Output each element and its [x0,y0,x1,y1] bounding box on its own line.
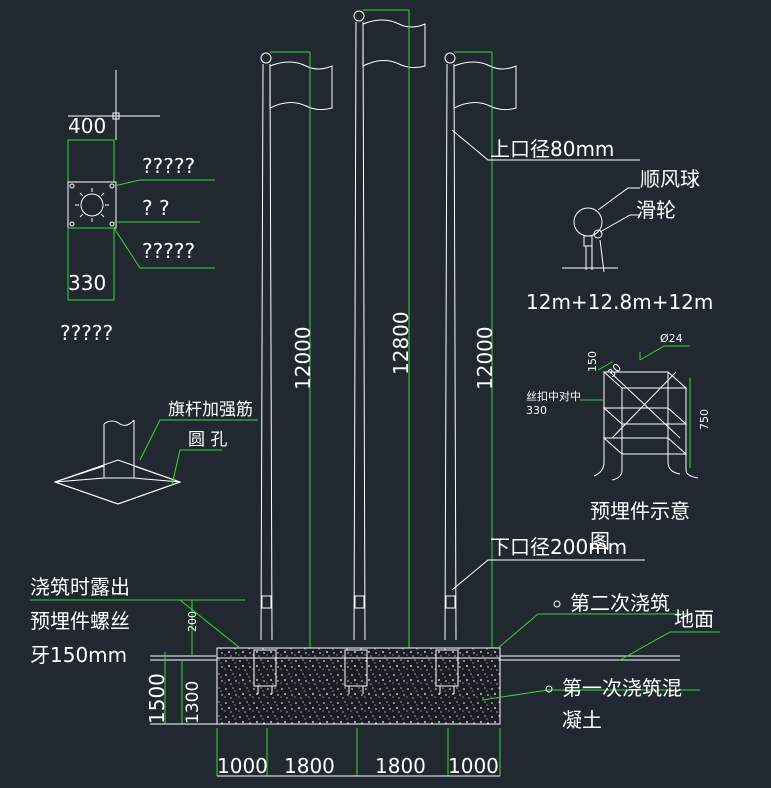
embed-caption-2: 图 [590,529,610,553]
plate-label-3: ????? [142,239,195,263]
second-pour-label: 第二次浇筑 [570,591,670,615]
hole-label: 圆 孔 [188,430,227,450]
pole-height-right: 12000 [473,326,497,390]
dim-200: 200 [186,611,199,632]
ground-label: 地面 [674,607,714,631]
plate-label-1: ????? [142,154,195,178]
embed-wire-label: 丝扣中对中 [526,389,581,403]
plate-detail: 400 330 ????? ? ? ????? ????? [60,70,215,345]
flagpoles: 12000 12800 12000 上口径80mm 下口径200mm [260,9,645,650]
plate-label-2: ? ? [142,196,170,220]
plate-caption: ????? [60,321,113,345]
exposed-note-2: 预埋件螺丝 [30,609,130,633]
pole-height-center: 12800 [389,311,413,375]
embed-dim-330: 330 [526,404,547,417]
base-rib-detail: 旗杆加强筋 圆 孔 [53,400,258,505]
rib-label: 旗杆加强筋 [168,400,253,420]
concrete-block [216,649,501,725]
bottom-dim-3: 1800 [375,754,426,778]
embed-dim-150: 150 [586,351,599,372]
anchor-bolts [253,649,459,694]
top-diameter-label: 上口径80mm [490,137,614,161]
bottom-dim-1: 1000 [217,754,268,778]
plate-dim-bottom: 330 [68,271,106,295]
ball-label: 顺风球 [640,167,700,191]
heights-summary: 12m+12.8m+12m [526,290,713,314]
exposed-note-3: 牙150mm [30,643,127,667]
pole-height-left: 12000 [291,326,315,390]
pole-center [353,9,426,650]
pole-left [260,51,333,650]
bottom-diameter-label: 下口径200mm [490,535,627,559]
embed-dim-750: 750 [698,409,711,430]
dim-1300: 1300 [183,681,203,724]
first-pour-label-2: 凝土 [562,708,602,732]
bottom-dim-4: 1000 [448,754,499,778]
ball-pulley-detail: 顺风球 滑轮 12m+12.8m+12m [526,167,713,314]
pole-right [444,51,517,650]
dim-1500: 1500 [145,673,169,724]
foundation: 200 1500 1300 1000 1800 1800 1000 浇筑时露出 … [30,575,720,778]
bottom-dim-2: 1800 [284,754,335,778]
pulley-label: 滑轮 [636,198,676,222]
plate-dim-top: 400 [68,114,106,138]
embed-detail: Ø24 150 30 丝扣中对中 330 750 预埋件示意 图 [526,332,711,553]
exposed-note-1: 浇筑时露出 [30,575,130,599]
first-pour-label-1: 第一次浇筑混 [562,676,682,700]
embed-caption-1: 预埋件示意 [590,499,690,523]
embed-diameter: Ø24 [660,332,683,345]
